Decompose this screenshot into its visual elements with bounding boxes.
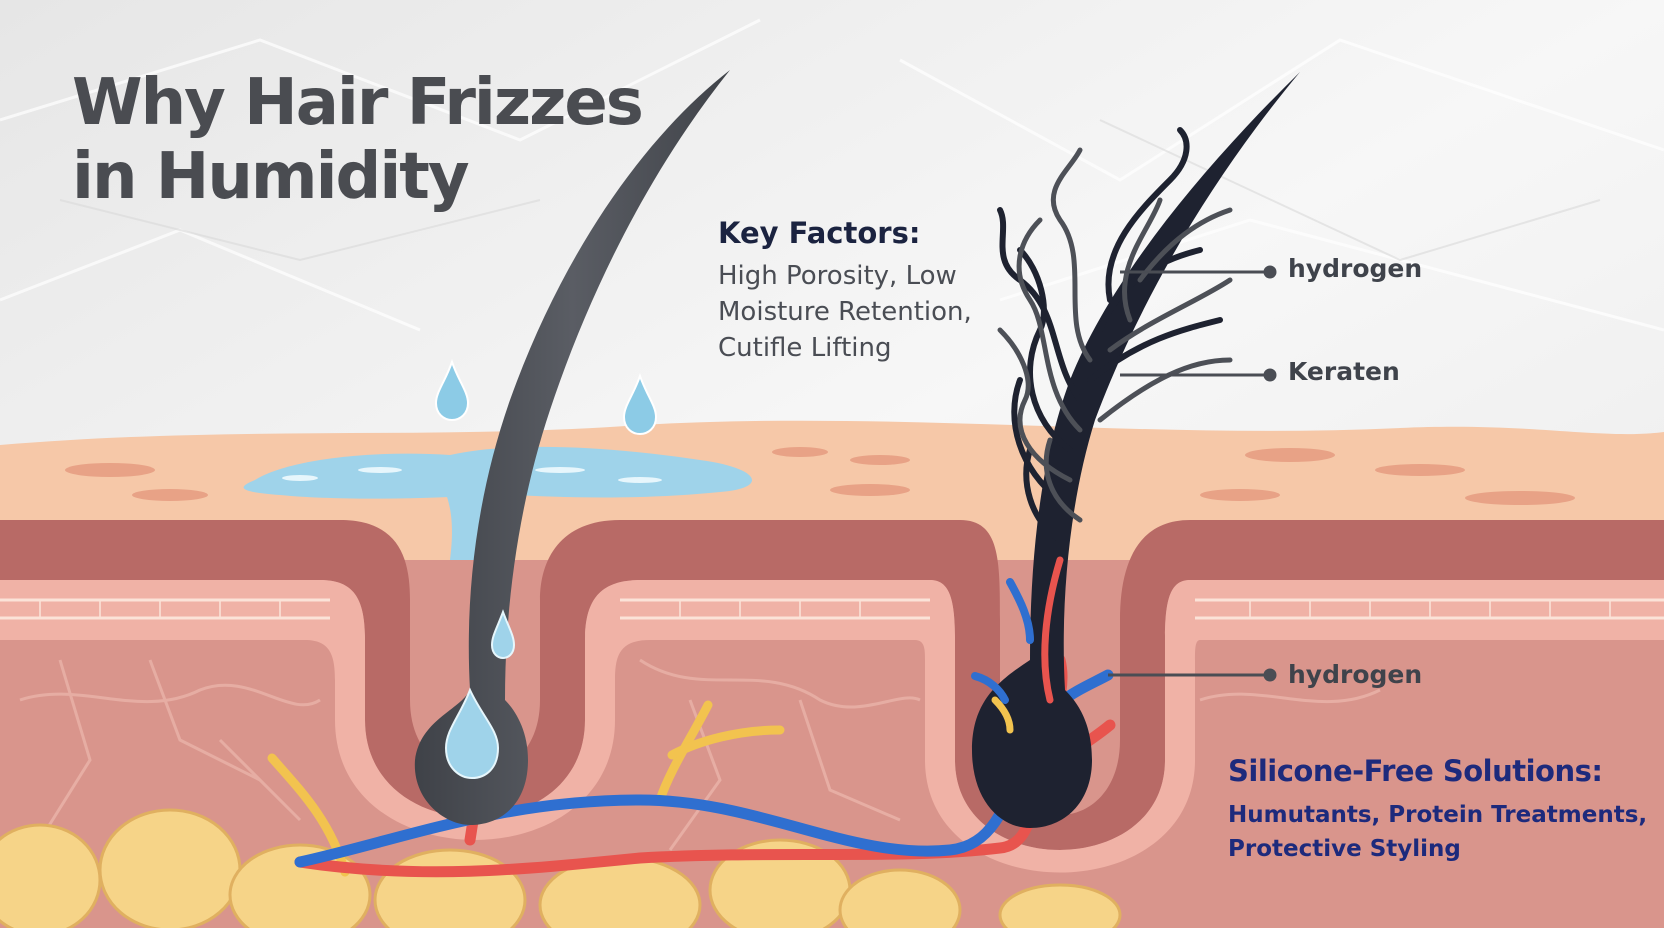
key-factors-heading: Key Factors:	[718, 216, 921, 250]
dermis-band-pink	[0, 580, 1664, 873]
fat-cells	[0, 808, 1122, 928]
page-title: Why Hair Frizzes in Humidity	[72, 66, 644, 214]
solutions-text: Humutants, Protein Treatments, Protectiv…	[1228, 802, 1648, 862]
skin-surface-marks	[65, 447, 1575, 505]
key-factors-text: High Porosity, Low Moisture Retention, C…	[718, 261, 972, 363]
solutions-heading: Silicone-Free Solutions:	[1228, 754, 1603, 788]
label-keraten: Keraten	[1288, 357, 1400, 386]
label-leader-lines	[1108, 265, 1277, 682]
label-hydrogen-upper: hydrogen	[1288, 254, 1423, 283]
water-droplets	[434, 358, 658, 436]
frizz-strands	[997, 127, 1233, 543]
frizzy-hair-shaft	[972, 72, 1300, 828]
label-hydrogen-lower: hydrogen	[1288, 660, 1423, 689]
